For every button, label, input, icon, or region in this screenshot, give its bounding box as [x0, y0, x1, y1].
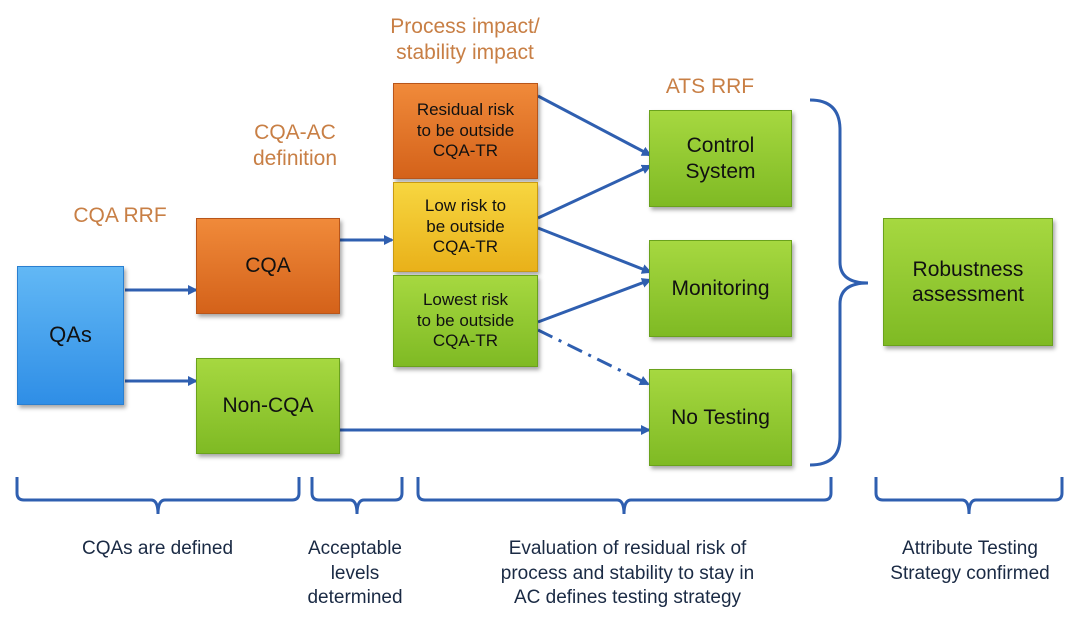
- lowest-risk-label: Lowest risk to be outside CQA-TR: [416, 290, 515, 351]
- label-ats-confirmed: Attribute Testing Strategy confirmed: [890, 538, 1050, 584]
- robustness-label: Robustness assessment: [911, 257, 1025, 306]
- header-cqa-rrf: CQA RRF: [73, 204, 167, 227]
- residual-risk-label: Residual risk to be outside CQA-TR: [416, 100, 515, 161]
- control-system-box: Control System: [649, 110, 792, 207]
- low-risk-label: Low risk to be outside CQA-TR: [424, 196, 507, 257]
- right-brace: [809, 98, 869, 467]
- cqa-label: CQA: [245, 254, 291, 278]
- brace-ats: [874, 477, 1064, 515]
- arrow-low-to-monitoring: [537, 226, 652, 274]
- label-cqas-defined: CQAs are defined: [81, 538, 234, 559]
- arrow-residual-to-control: [537, 94, 652, 157]
- cqa-box: CQA: [196, 218, 340, 314]
- arrow-low-to-control: [537, 164, 652, 220]
- brace-acceptable: [310, 477, 404, 515]
- brace-cqas-defined: [15, 477, 301, 515]
- brace-evaluation: [416, 477, 833, 515]
- qas-box: QAs: [17, 266, 124, 405]
- arrow-lowest-to-notesting: [537, 328, 650, 386]
- lowest-risk-box: Lowest risk to be outside CQA-TR: [393, 275, 538, 367]
- qas-label: QAs: [49, 322, 92, 348]
- header-cqa-ac-definition: CQA-AC definition: [252, 121, 338, 171]
- header-process-impact: Process impact/ stability impact: [390, 15, 540, 65]
- non-cqa-box: Non-CQA: [196, 358, 340, 454]
- control-system-label: Control System: [685, 134, 756, 183]
- arrow-lowest-to-monitoring: [537, 278, 652, 324]
- no-testing-label: No Testing: [671, 405, 770, 429]
- label-acceptable-levels: Acceptable levels determined: [307, 538, 403, 609]
- non-cqa-label: Non-CQA: [222, 394, 314, 418]
- label-evaluation: Evaluation of residual risk of process a…: [500, 538, 755, 609]
- no-testing-box: No Testing: [649, 369, 792, 466]
- robustness-box: Robustness assessment: [883, 218, 1053, 346]
- residual-risk-box: Residual risk to be outside CQA-TR: [393, 83, 538, 179]
- monitoring-box: Monitoring: [649, 240, 792, 337]
- low-risk-box: Low risk to be outside CQA-TR: [393, 182, 538, 272]
- header-ats-rrf: ATS RRF: [665, 75, 755, 98]
- monitoring-label: Monitoring: [671, 276, 770, 300]
